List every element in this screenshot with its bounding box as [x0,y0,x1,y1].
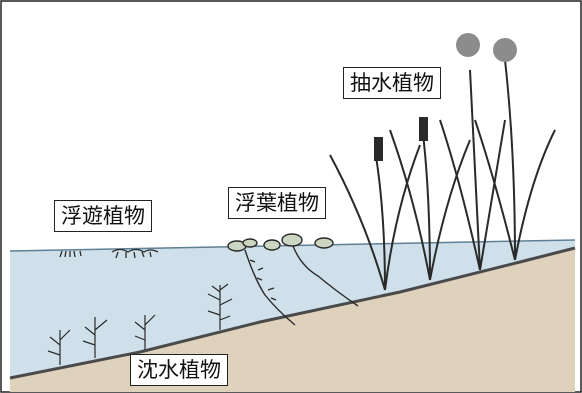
floating-leaved-plants [227,233,359,326]
label-floating-leaved: 浮葉植物 [228,187,326,219]
water-body [10,240,575,378]
emergent-plants [329,59,556,291]
free-floating-plants [59,248,159,259]
bank-edge-line [9,246,576,380]
label-submerged: 沈水植物 [130,354,228,386]
submerged-plants [47,283,233,365]
label-emergent: 抽水植物 [343,67,441,99]
label-free-floating: 浮遊植物 [54,200,152,232]
reed-plumes [456,33,517,62]
